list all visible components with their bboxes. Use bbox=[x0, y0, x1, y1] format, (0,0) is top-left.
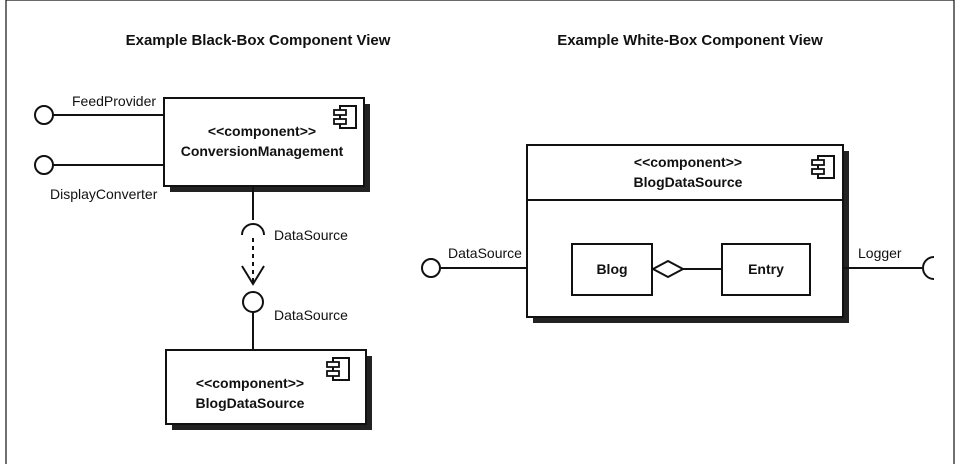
displayconverter-label: DisplayConverter bbox=[50, 186, 158, 202]
logger-socket bbox=[922, 256, 935, 280]
component-icon bbox=[811, 155, 835, 179]
whitebox-component-name: BlogDataSource bbox=[634, 174, 743, 190]
feedprovider-lollipop bbox=[34, 105, 54, 125]
top-component-box bbox=[163, 97, 365, 187]
dependency-arrow-head bbox=[241, 265, 265, 286]
left-view-title: Example Black-Box Component View bbox=[126, 32, 391, 49]
component-icon bbox=[333, 105, 357, 129]
top-component-stereotype: <<component>> bbox=[208, 123, 316, 139]
bottom-component-name: BlogDataSource bbox=[196, 395, 305, 411]
blog-part-box bbox=[571, 243, 653, 296]
blog-part-label: Blog bbox=[596, 261, 627, 277]
datasource-socket bbox=[241, 223, 265, 236]
feedprovider-label: FeedProvider bbox=[72, 93, 156, 109]
required-datasource-label: DataSource bbox=[274, 227, 348, 243]
bottom-component-stereotype: <<component>> bbox=[196, 375, 304, 391]
top-component-name: ConversionManagement bbox=[181, 143, 344, 159]
entry-part-box bbox=[721, 243, 811, 296]
provided-datasource-label: DataSource bbox=[274, 307, 348, 323]
provided-datasource-lollipop bbox=[242, 291, 264, 313]
right-view-title: Example White-Box Component View bbox=[557, 32, 823, 49]
displayconverter-lollipop bbox=[34, 155, 54, 175]
whitebox-datasource-lollipop bbox=[421, 258, 441, 278]
logger-label: Logger bbox=[858, 245, 902, 261]
whitebox-stereotype: <<component>> bbox=[634, 154, 742, 170]
entry-part-label: Entry bbox=[748, 261, 784, 277]
whitebox-datasource-label: DataSource bbox=[448, 245, 522, 261]
component-icon bbox=[326, 357, 350, 381]
